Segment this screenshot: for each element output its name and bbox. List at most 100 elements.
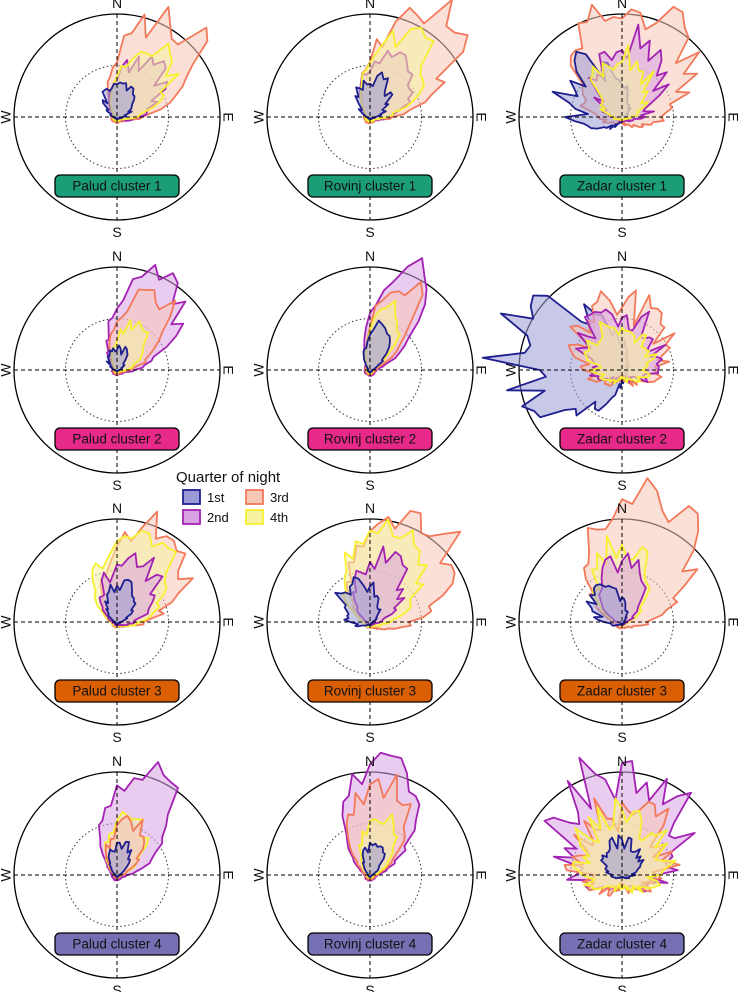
legend-swatch-2nd xyxy=(182,509,201,525)
compass-west-label: W xyxy=(0,615,14,629)
compass-east-label: E xyxy=(220,365,236,374)
legend-label-2nd: 2nd xyxy=(207,510,229,525)
panel-title: Rovinj cluster 3 xyxy=(324,684,416,699)
compass-south-label: S xyxy=(112,729,121,745)
panel-title: Zadar cluster 1 xyxy=(577,179,667,194)
polar-panel: N S E W Rovinj cluster 2 xyxy=(251,248,490,493)
panel-title-box xyxy=(559,427,685,451)
compass-south-label: S xyxy=(617,729,626,745)
compass-west-label: W xyxy=(251,868,267,882)
polar-panel: N S E W Palud cluster 4 xyxy=(0,753,236,992)
panel-title-box xyxy=(559,174,685,198)
panel-title: Rovinj cluster 4 xyxy=(324,937,417,952)
compass-east-label: E xyxy=(725,870,740,879)
polar-panel: N S E W Rovinj cluster 4 xyxy=(251,751,489,992)
compass-east-label: E xyxy=(725,365,740,374)
panel-title: Palud cluster 3 xyxy=(72,684,161,699)
compass-east-label: E xyxy=(473,365,489,374)
panel-title: Zadar cluster 3 xyxy=(577,684,667,699)
compass-east-label: E xyxy=(220,617,236,626)
panel-title-box xyxy=(307,679,433,703)
legend-label-1st: 1st xyxy=(207,490,225,505)
panel-title-box xyxy=(307,174,433,198)
panel-title-box xyxy=(54,679,180,703)
series-polygon-1st xyxy=(101,81,136,121)
polar-panel: N S E W Zadar cluster 4 xyxy=(503,753,740,992)
compass-east-label: E xyxy=(473,870,489,879)
series-polygon-1st xyxy=(354,71,394,121)
series-polygon-1st xyxy=(334,576,382,628)
compass-north-label: N xyxy=(112,248,122,264)
compass-west-label: W xyxy=(251,110,267,124)
panel-title-box xyxy=(307,427,433,451)
panel-title: Palud cluster 1 xyxy=(72,179,161,194)
compass-south-label: S xyxy=(112,224,121,240)
legend-label-4th: 4th xyxy=(270,510,288,525)
compass-west-label: W xyxy=(251,615,267,629)
polar-panel: N S E W Zadar cluster 1 xyxy=(503,0,740,240)
compass-south-label: S xyxy=(112,982,121,992)
compass-west-label: W xyxy=(0,110,14,124)
compass-south-label: S xyxy=(617,477,626,493)
compass-south-label: S xyxy=(365,224,374,240)
compass-east-label: E xyxy=(473,617,489,626)
polar-panel: N S E W Rovinj cluster 1 xyxy=(251,0,489,240)
compass-north-label: N xyxy=(365,0,375,11)
compass-south-label: S xyxy=(365,729,374,745)
panel-title-box xyxy=(54,932,180,956)
legend-swatch-4th xyxy=(245,509,264,525)
compass-west-label: W xyxy=(503,868,519,882)
compass-east-label: E xyxy=(725,617,740,626)
compass-north-label: N xyxy=(112,753,122,769)
series-polygon-4th xyxy=(583,320,658,385)
series-polygon-1st xyxy=(107,840,133,878)
compass-south-label: S xyxy=(365,477,374,493)
legend: Quarter of night 1st 2nd 3rd 4th xyxy=(176,469,289,525)
panel-title: Palud cluster 4 xyxy=(72,937,162,952)
compass-south-label: S xyxy=(617,982,626,992)
compass-north-label: N xyxy=(617,248,627,264)
compass-north-label: N xyxy=(617,500,627,516)
panel-title-box xyxy=(559,679,685,703)
compass-east-label: E xyxy=(725,112,740,121)
compass-south-label: S xyxy=(365,982,374,992)
compass-west-label: W xyxy=(0,363,14,377)
polar-panel: N S E W Palud cluster 2 xyxy=(0,248,236,493)
panel-title: Zadar cluster 2 xyxy=(577,432,667,447)
compass-north-label: N xyxy=(365,500,375,516)
panel-title: Palud cluster 2 xyxy=(72,432,161,447)
panel-title: Rovinj cluster 2 xyxy=(324,432,416,447)
compass-west-label: W xyxy=(0,868,14,882)
panel-title: Zadar cluster 4 xyxy=(577,937,668,952)
polar-panel: N S E W Zadar cluster 2 xyxy=(481,248,740,493)
compass-north-label: N xyxy=(365,248,375,264)
compass-south-label: S xyxy=(617,224,626,240)
compass-north-label: N xyxy=(365,753,375,769)
compass-east-label: E xyxy=(473,112,489,121)
series-polygon-1st xyxy=(361,841,386,878)
polar-panel: N S E W Palud cluster 1 xyxy=(0,0,236,240)
polar-panel: N S E W Palud cluster 3 xyxy=(0,500,236,745)
compass-north-label: N xyxy=(617,0,627,11)
compass-west-label: W xyxy=(503,615,519,629)
compass-west-label: W xyxy=(251,363,267,377)
panel-title: Rovinj cluster 1 xyxy=(324,179,416,194)
compass-south-label: S xyxy=(112,477,121,493)
compass-east-label: E xyxy=(220,112,236,121)
panel-title-box xyxy=(559,932,685,956)
panel-title-box xyxy=(54,174,180,198)
polar-panel: N S E W Rovinj cluster 3 xyxy=(251,500,490,745)
panel-title-box xyxy=(54,427,180,451)
compass-east-label: E xyxy=(220,870,236,879)
compass-north-label: N xyxy=(112,0,122,11)
compass-west-label: W xyxy=(503,110,519,124)
compass-north-label: N xyxy=(617,753,627,769)
compass-west-label: W xyxy=(503,363,519,377)
compass-north-label: N xyxy=(112,500,122,516)
legend-title: Quarter of night xyxy=(176,469,281,486)
panel-title-box xyxy=(307,932,433,956)
legend-swatch-1st xyxy=(182,489,201,505)
legend-label-3rd: 3rd xyxy=(270,490,289,505)
